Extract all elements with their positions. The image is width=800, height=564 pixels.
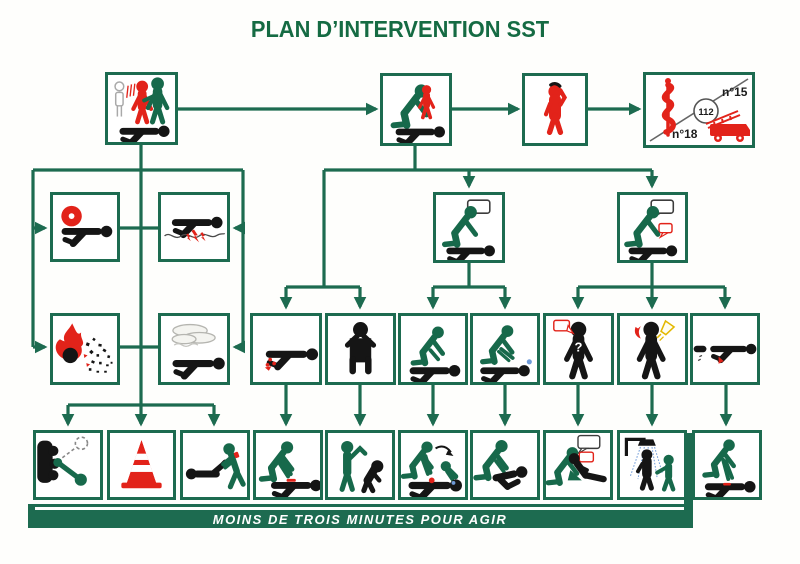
node-ne-repond-pas-ne-respire-pas (398, 313, 468, 385)
node-refroidir-brulure (617, 430, 687, 500)
victim-breathing-pictogram (473, 316, 537, 382)
node-ne-pas-deplacer (692, 430, 762, 500)
examine-victim-pictogram (383, 76, 449, 143)
victim-choking-pictogram (344, 322, 377, 375)
beaker-icon (660, 319, 676, 336)
victim-feeling-unwell-pictogram: ? (553, 316, 611, 382)
node-danger-incendie-explosion (50, 313, 120, 385)
emergency-numbers-15-112-18: n°15 112 n°18 (649, 78, 750, 142)
traffic-cone-mark-area-pictogram (121, 439, 162, 489)
question-mark: ? (575, 340, 583, 355)
node-comprimer-saignement (253, 430, 323, 500)
node-malaise: ? (543, 313, 614, 385)
victim-bleeding-pictogram (264, 316, 319, 371)
node-position-laterale-securite (470, 430, 540, 500)
european-number: 112 (698, 107, 713, 118)
banner-top-strip (28, 504, 692, 507)
rest-position-pictogram (546, 434, 607, 497)
node-reanimation-rcp (398, 430, 468, 500)
alert-phone-call-pictogram (543, 82, 568, 135)
toxic-smoke-danger-pictogram (171, 323, 227, 382)
node-degagement-urgence (180, 430, 250, 500)
node-ne-repond-pas-respire (470, 313, 540, 385)
fire-explosion-danger-pictogram (55, 323, 113, 373)
compress-wound-pictogram (256, 433, 320, 497)
node-danger-electrique (158, 192, 230, 262)
node-mise-au-repos (543, 430, 613, 500)
node-numeros-urgence: n°15 112 n°18 (643, 72, 755, 148)
node-douleur-traumatisme (690, 313, 760, 385)
cut-power-lever-pictogram (37, 436, 89, 486)
victim-trauma-pain-pictogram (693, 316, 757, 364)
victim-not-breathing-pictogram (401, 316, 465, 382)
electrical-danger-pictogram (164, 195, 227, 243)
caduceus-icon (661, 78, 676, 137)
samu-number: n°15 (722, 85, 748, 99)
node-proteger (105, 72, 178, 145)
protect-victim-pictogram (114, 75, 175, 142)
emergency-drag-victim-pictogram (185, 443, 246, 490)
flame-icon (634, 326, 641, 339)
victim-responds-pictogram (620, 199, 685, 260)
node-saignement-abondant (250, 313, 322, 385)
cpr-resuscitation-pictogram (401, 433, 465, 497)
victim-burn-pictogram (620, 316, 676, 382)
cool-burn-shower-pictogram (624, 437, 676, 492)
fire-truck-icon (705, 110, 750, 142)
node-danger-mecanique (50, 192, 120, 262)
banner-right-riser (684, 433, 693, 528)
node-examiner (380, 73, 452, 146)
banner: MOINS DE TROIS MINUTES POUR AGIR (28, 510, 692, 528)
node-claques-dans-le-dos (325, 430, 395, 500)
node-baliser (107, 430, 176, 500)
node-victime-ne-repond-pas (433, 192, 505, 263)
recovery-position-pictogram (473, 433, 528, 490)
mechanical-danger-pictogram (61, 205, 117, 259)
back-blows-pictogram (339, 441, 384, 494)
shower-head-icon (637, 439, 656, 446)
do-not-move-victim-pictogram (695, 433, 759, 497)
node-danger-atmosphere-toxique (158, 313, 230, 385)
victim-does-not-respond-pictogram (436, 199, 502, 260)
node-victime-repond (617, 192, 688, 263)
page-title: PLAN D’INTERVENTION SST (250, 16, 550, 42)
node-couper-le-courant (33, 430, 103, 500)
node-brulure (617, 313, 688, 385)
banner-text: MOINS DE TROIS MINUTES POUR AGIR (212, 511, 508, 527)
node-etouffement (325, 313, 396, 385)
node-alerter (522, 73, 588, 146)
pompiers-number: n°18 (672, 127, 698, 141)
